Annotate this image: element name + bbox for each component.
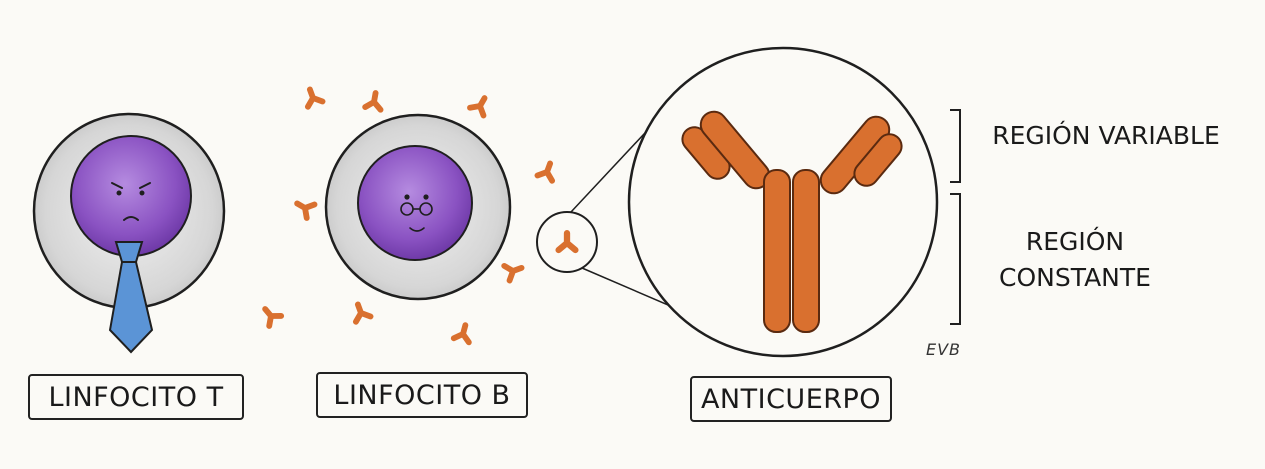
region-brackets [950,109,961,325]
constant-bracket [950,193,961,325]
constant-region-label: REGIÓN CONSTANTE [975,224,1175,296]
large-antibody [681,110,903,333]
variable-bracket [950,109,961,183]
t-cell-nucleus [70,135,192,257]
constant-region-line2: CONSTANTE [999,263,1151,292]
antibody-label: ANTICUERPO [690,376,892,422]
artist-signature: EVB [926,340,962,359]
t-cell-face [111,182,151,221]
small-zoom-circle [536,211,598,273]
variable-region-label: REGIÓN VARIABLE [992,121,1220,150]
b-cell [324,113,512,301]
glasses-icon [400,194,433,232]
t-cell [32,112,226,354]
t-cell-label: LINFOCITO T [28,374,244,420]
constant-region-line1: REGIÓN [1025,227,1125,256]
zoom-lens [536,46,939,358]
tie-icon [108,241,154,354]
b-cell-nucleus [357,145,473,261]
b-cell-label: LINFOCITO B [316,372,528,418]
